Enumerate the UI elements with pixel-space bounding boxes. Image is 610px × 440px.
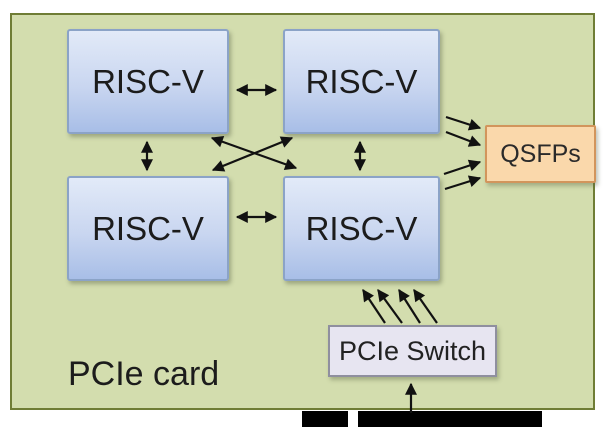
pcie-connector-tab-right <box>358 411 542 427</box>
node-label: RISC-V <box>305 62 418 100</box>
pcie-connector-tab-left <box>302 411 348 427</box>
node-risc-v-top-left: RISC-V <box>67 29 229 134</box>
node-label: PCIe Switch <box>338 335 487 366</box>
node-label: QSFPs <box>500 139 581 168</box>
node-label: RISC-V <box>92 209 204 247</box>
node-pcie-switch: PCIe Switch <box>328 325 497 377</box>
node-risc-v-bottom-right: RISC-V <box>283 176 440 281</box>
node-label: RISC-V <box>305 209 418 247</box>
pcie-card-label: PCIe card <box>68 355 220 393</box>
node-risc-v-bottom-left: RISC-V <box>67 176 229 281</box>
node-risc-v-top-right: RISC-V <box>283 29 440 134</box>
node-label: RISC-V <box>92 62 204 100</box>
node-qsfps: QSFPs <box>485 125 596 183</box>
